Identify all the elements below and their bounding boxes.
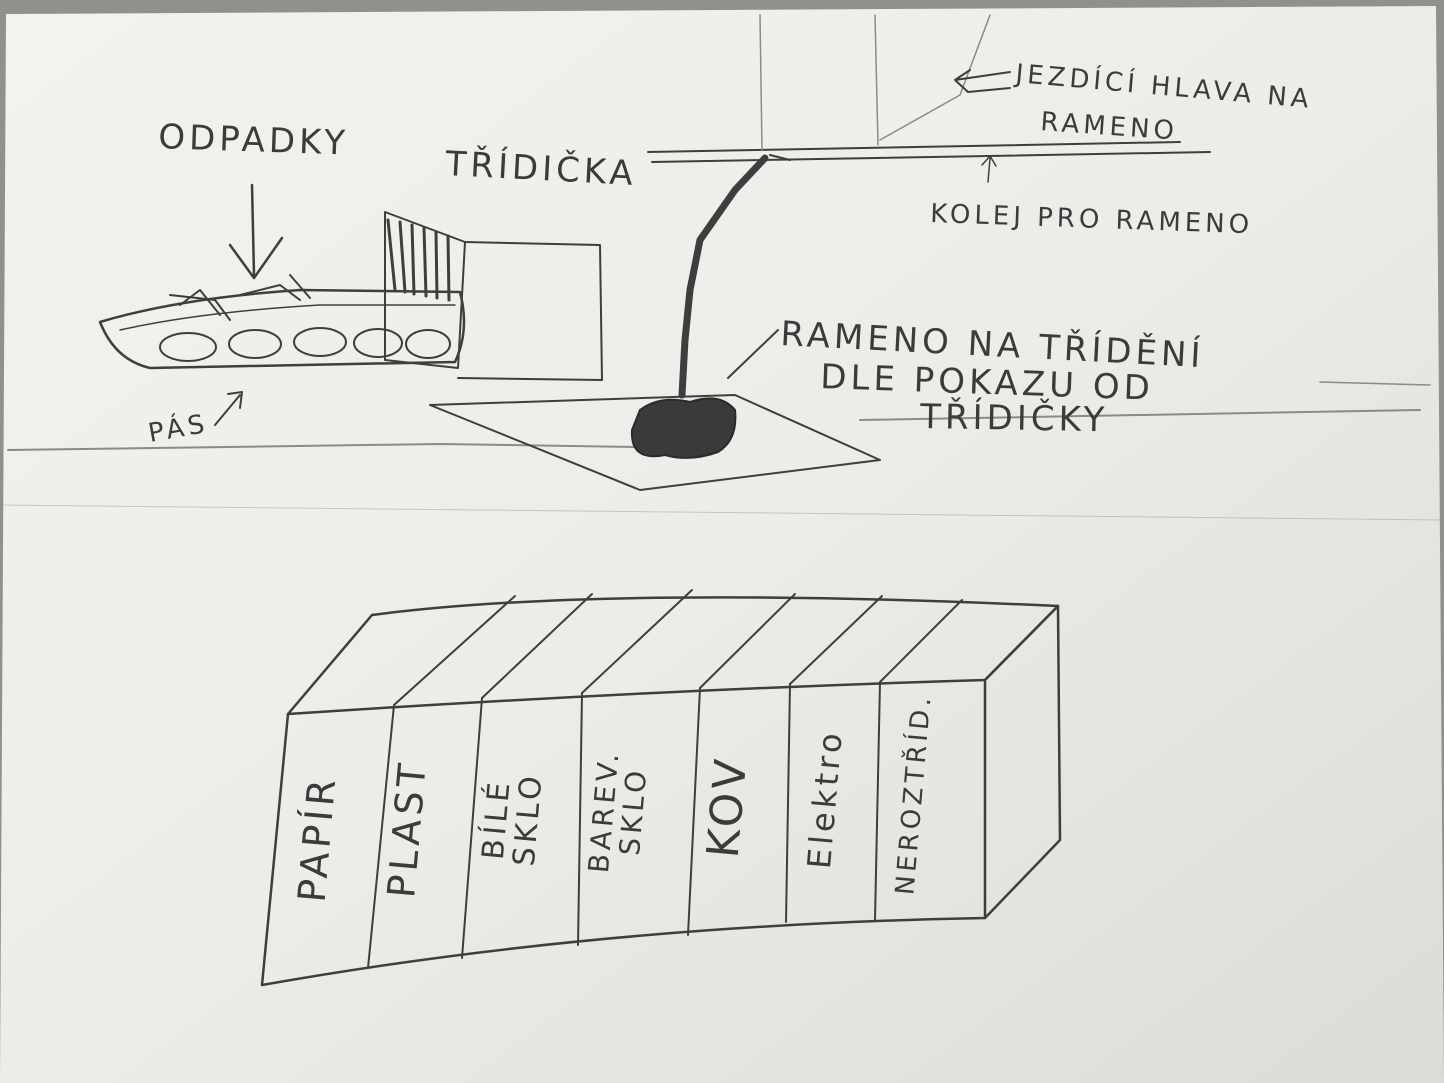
paper-sheet: [0, 6, 1444, 1083]
label-odpadky: ODPADKY: [158, 117, 350, 164]
bin-label-5: KOV: [698, 754, 758, 860]
label-rameno-line3: TŘÍDIČKY: [919, 396, 1109, 440]
